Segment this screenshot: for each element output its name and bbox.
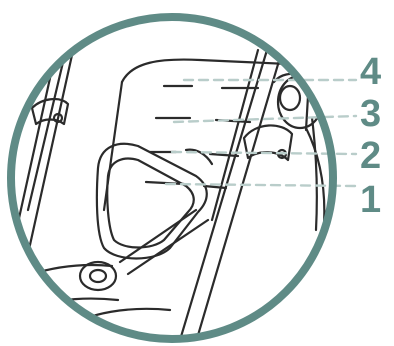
leader-line-3 [174, 116, 356, 122]
left-tube-clip [32, 99, 68, 124]
label-2: 2 [360, 135, 381, 177]
left-frame-tube [8, 42, 74, 272]
label-1: 1 [360, 179, 381, 221]
seat-base [0, 265, 170, 330]
label-3: 3 [360, 93, 381, 135]
right-tube-clip [244, 125, 292, 160]
right-frame-tube [180, 40, 284, 342]
label-4: 4 [360, 51, 381, 93]
leader-line-1 [166, 184, 356, 186]
harness-slot-4 [164, 86, 258, 88]
